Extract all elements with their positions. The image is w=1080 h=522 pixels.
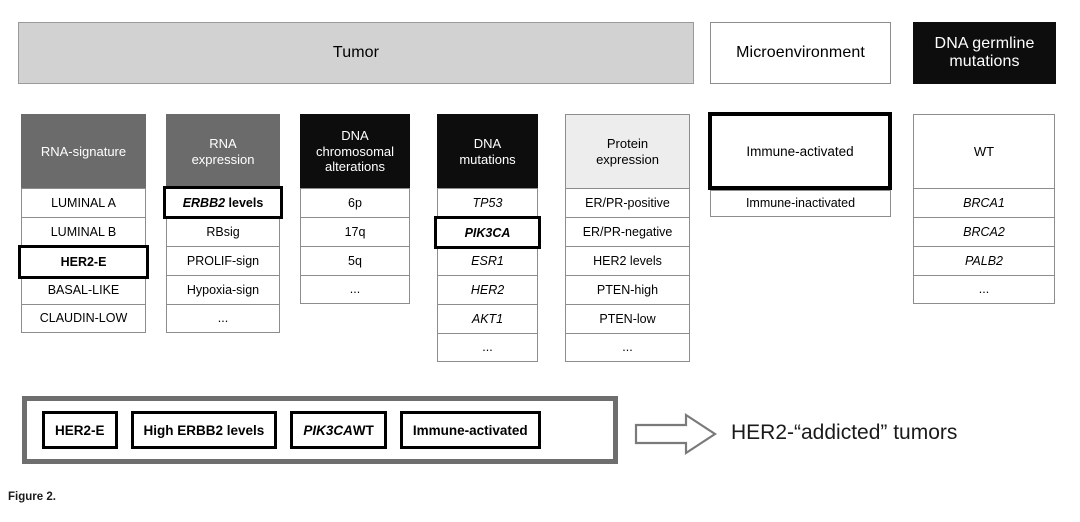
list-item[interactable]: HER2 xyxy=(437,275,538,304)
column-header-germline-wt: WT xyxy=(913,114,1055,188)
summary-chip-row: HER2-E High ERBB2 levels PIK3CA WT Immun… xyxy=(27,401,613,459)
list-item[interactable]: ER/PR-negative xyxy=(565,217,690,246)
list-item[interactable]: ... xyxy=(300,275,410,304)
highlight-pik3ca[interactable]: PIK3CA xyxy=(434,216,541,249)
banner-tumor: Tumor xyxy=(18,22,694,84)
list-item[interactable]: BASAL-LIKE xyxy=(21,275,146,304)
highlight-erbb2-levels-label: ERBB2 levels xyxy=(183,196,264,210)
highlight-immune-activated[interactable]: Immune-activated xyxy=(708,112,892,190)
list-item[interactable]: LUMINAL B xyxy=(21,217,146,246)
list-item[interactable]: Hypoxia-sign xyxy=(166,275,280,304)
list-item[interactable]: BRCA1 xyxy=(913,188,1055,217)
summary-panel: HER2-E High ERBB2 levels PIK3CA WT Immun… xyxy=(22,396,618,464)
list-item[interactable]: AKT1 xyxy=(437,304,538,333)
list-item[interactable]: PALB2 xyxy=(913,246,1055,275)
list-item[interactable]: ... xyxy=(913,275,1055,304)
list-item[interactable]: ... xyxy=(166,304,280,333)
summary-chip-pik3ca-rest: WT xyxy=(352,422,374,438)
summary-chip-pik3ca-wt[interactable]: PIK3CA WT xyxy=(290,411,387,449)
column-header-rna-signature: RNA-signature xyxy=(21,114,146,188)
list-item[interactable]: ... xyxy=(565,333,690,362)
right-arrow-icon xyxy=(634,412,718,456)
list-item[interactable]: PTEN-low xyxy=(565,304,690,333)
figure-caption: Figure 2. xyxy=(8,491,56,503)
list-item-immune-inactivated[interactable]: Immune-inactivated xyxy=(710,190,891,217)
list-item[interactable]: 17q xyxy=(300,217,410,246)
list-item[interactable]: TP53 xyxy=(437,188,538,217)
erbb2-gene-label: ERBB2 xyxy=(182,195,226,210)
banner-microenvironment: Microenvironment xyxy=(710,22,891,84)
summary-chip-pik3ca-gene: PIK3CA xyxy=(303,422,353,438)
right-arrow-icon-svg xyxy=(634,412,718,456)
result-label: HER2-“addicted” tumors xyxy=(731,421,958,444)
summary-chip-high-erbb2-levels[interactable]: High ERBB2 levels xyxy=(130,411,278,449)
list-item[interactable]: PTEN-high xyxy=(565,275,690,304)
summary-chip-immune-activated[interactable]: Immune-activated xyxy=(399,411,541,449)
highlight-her2-e[interactable]: HER2-E xyxy=(18,245,149,279)
list-item[interactable]: LUMINAL A xyxy=(21,188,146,217)
list-item[interactable]: PROLIF-sign xyxy=(166,246,280,275)
erbb2-levels-label: levels xyxy=(225,195,264,210)
banner-tumor-label: Tumor xyxy=(332,44,380,62)
list-item[interactable]: CLAUDIN-LOW xyxy=(21,304,146,333)
banner-microenvironment-label: Microenvironment xyxy=(736,44,865,62)
list-item[interactable]: BRCA2 xyxy=(913,217,1055,246)
list-item[interactable]: 5q xyxy=(300,246,410,275)
column-rna-signature: RNA-signature LUMINAL A LUMINAL B HER2-E… xyxy=(21,114,146,333)
summary-chip-her2e[interactable]: HER2-E xyxy=(42,411,118,449)
column-germline-status: WT BRCA1 BRCA2 PALB2 ... xyxy=(913,114,1055,304)
list-item[interactable]: HER2 levels xyxy=(565,246,690,275)
list-item[interactable]: 6p xyxy=(300,188,410,217)
list-item[interactable]: ER/PR-positive xyxy=(565,188,690,217)
list-item[interactable]: RBsig xyxy=(166,217,280,246)
highlight-erbb2-levels[interactable]: ERBB2 levels xyxy=(163,186,283,219)
list-item[interactable]: ESR1 xyxy=(437,246,538,275)
list-item[interactable]: ... xyxy=(437,333,538,362)
